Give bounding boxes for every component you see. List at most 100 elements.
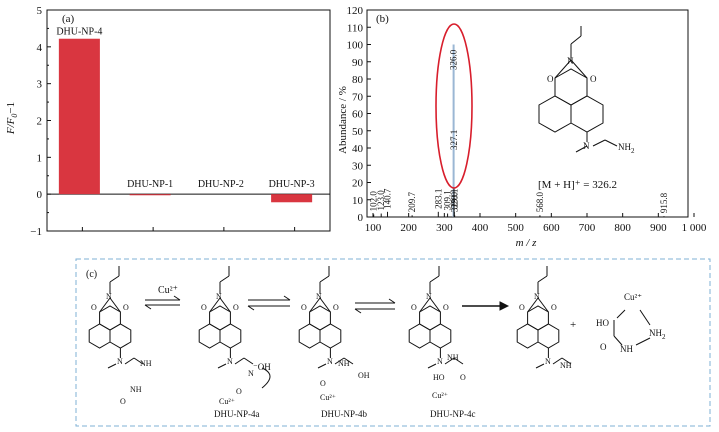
skeleton-n: N	[216, 292, 222, 301]
panel-b-xtick-label: 300	[436, 222, 453, 234]
panel-b-xtick-label: 400	[472, 222, 489, 234]
panel-b-ytick-label: 20	[352, 178, 364, 190]
molecule-dhu-np-4	[88, 266, 144, 369]
complex-nh: NH	[620, 344, 633, 354]
panel-b-ytick-label: 40	[352, 143, 364, 155]
panel-a-ytick-label: 4	[37, 42, 43, 54]
skeleton-o: O	[333, 303, 339, 312]
skeleton-o: O	[233, 303, 239, 312]
skeleton-n: N	[426, 292, 432, 301]
panel-b-xtick-label: 200	[400, 222, 417, 234]
inset-nh2: NH2	[618, 142, 635, 155]
panel-a-ytick-label: 3	[37, 79, 43, 91]
peak-label: 915.8	[659, 192, 669, 213]
bar-label: DHU-NP-3	[269, 179, 315, 190]
panel-a-label: (a)	[62, 13, 75, 25]
cu-reagent: Cu²⁺	[158, 285, 178, 296]
compound-4c: DHU-NP-4c	[430, 409, 476, 419]
side-chain-atom: Cu²⁺	[432, 391, 448, 400]
molecule-dhu-np-4a	[198, 266, 254, 369]
side-chain-atom: O	[320, 379, 326, 388]
skeleton-n-amine: N	[437, 357, 443, 366]
side-chain-atom: O	[120, 397, 126, 406]
panel-b-label: (b)	[376, 13, 389, 25]
panel-b-ytick-label: 70	[352, 91, 364, 103]
urea-cu-complex	[613, 309, 651, 346]
peak-label: 283.1	[433, 189, 443, 209]
skeleton-o: O	[443, 303, 449, 312]
peak-label: 309.1	[443, 190, 453, 210]
compound-4b: DHU-NP-4b	[321, 409, 367, 419]
side-chain-atom: NH	[140, 359, 152, 368]
skeleton-n-amine: N	[227, 357, 233, 366]
peak-label: 102.0	[369, 191, 379, 212]
panel-b-ytick-label: 60	[352, 109, 364, 121]
skeleton-o: O	[91, 303, 97, 312]
skeleton-n-amine: N	[545, 357, 551, 366]
molecule-dhu-np-4c	[408, 266, 464, 369]
peak-label: 209.7	[407, 192, 417, 213]
bar-dhu-np-3	[271, 194, 313, 203]
bar-label: DHU-NP-1	[127, 179, 173, 190]
skeleton-n-amine: N	[117, 357, 123, 366]
skeleton-o: O	[123, 303, 129, 312]
side-chain-atom: N	[248, 369, 254, 378]
peak-label: 327.1	[449, 130, 459, 150]
complex-ho: HO	[596, 318, 609, 328]
molecule-dhu-np-4b	[298, 266, 354, 369]
skeleton-o: O	[519, 303, 525, 312]
inset-o-left: O	[547, 74, 554, 84]
side-chain-atom: O	[460, 373, 466, 382]
panel-b-xlabel: m / z	[516, 237, 538, 249]
skeleton-n: N	[316, 292, 322, 301]
hydroxide-label: ⁻OH	[253, 362, 271, 372]
peak-highlight-ellipse	[435, 23, 473, 189]
complex-cu: Cu²⁺	[624, 292, 642, 302]
skeleton-o: O	[301, 303, 307, 312]
scheme-arrows	[144, 295, 510, 389]
panel-b-ylabel: Abundance / %	[337, 86, 349, 154]
skeleton-o: O	[411, 303, 417, 312]
panel-a-ytick-label: 1	[37, 152, 43, 164]
skeleton-o: O	[551, 303, 557, 312]
peak-label: 140.7	[383, 188, 393, 209]
panel-a-ytick-label: 5	[37, 5, 43, 17]
panel-b: (b) Abundance / % m / z 0102030405060708…	[337, 5, 707, 249]
peak-label: 328.1	[449, 189, 459, 209]
skeleton-o: O	[201, 303, 207, 312]
side-chain-atom: NH	[338, 359, 350, 368]
panel-b-ytick-label: 50	[352, 126, 364, 138]
panel-b-ytick-label: 30	[352, 160, 364, 172]
panel-a-ytick-label: 2	[37, 116, 43, 128]
skeleton-n-amine: N	[327, 357, 333, 366]
peak-label: 123.0	[376, 190, 386, 211]
skeleton-n: N	[106, 292, 112, 301]
side-chain-atom: Cu²⁺	[320, 393, 336, 402]
panel-b-xtick-label: 1 000	[682, 222, 707, 234]
bar-dhu-np-4	[58, 38, 100, 195]
panel-c-label: (c)	[86, 269, 97, 280]
plus-sign: +	[570, 319, 576, 331]
panel-a-ytick-label: −1	[30, 226, 42, 238]
side-chain-atom: HO	[433, 373, 445, 382]
panel-b-ytick-label: 110	[347, 22, 364, 34]
panel-b-ytick-label: 100	[347, 40, 364, 52]
panel-b-frame	[366, 9, 689, 218]
panel-b-xtick-label: 800	[614, 222, 631, 234]
bar-dhu-np-1	[129, 194, 171, 196]
panel-b-xtick-label: 700	[579, 222, 596, 234]
side-chain-atom: NH	[560, 361, 572, 370]
inset-molecule	[538, 26, 618, 153]
panel-a-ylabel: F/F0−1	[5, 102, 19, 135]
compound-4a: DHU-NP-4a	[214, 409, 260, 419]
panel-b-xtick-label: 500	[507, 222, 524, 234]
bar-label: DHU-NP-4	[56, 27, 102, 38]
panel-b-ytick-label: 0	[358, 212, 364, 224]
panel-b-ytick-label: 90	[352, 57, 364, 69]
